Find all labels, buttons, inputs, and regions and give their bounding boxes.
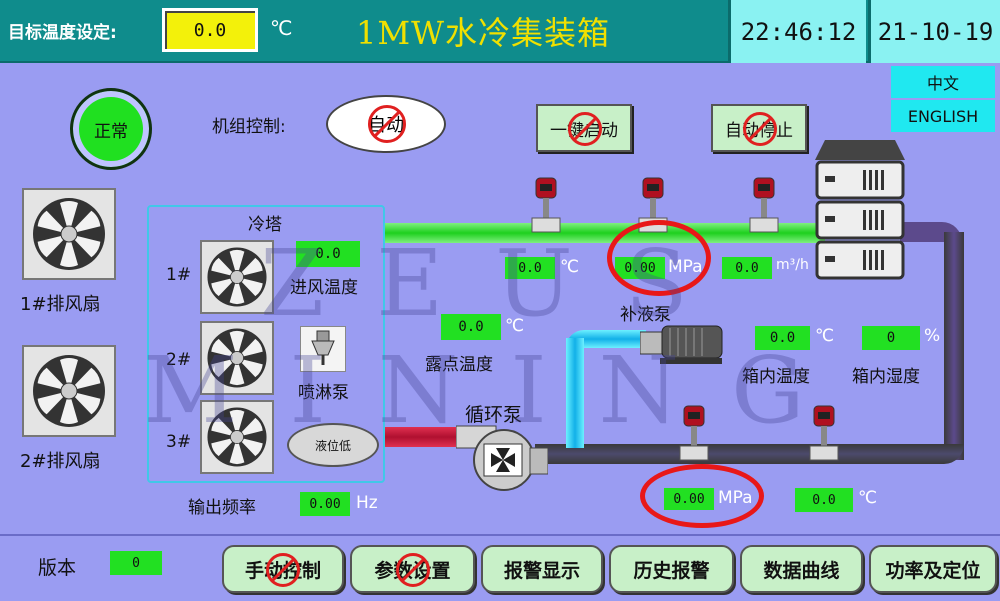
return-pipe-right	[944, 232, 964, 460]
sensor-icon	[531, 177, 561, 233]
fan-icon	[207, 328, 267, 388]
top-temp-unit: ℃	[560, 257, 580, 277]
tower-fan-1	[200, 240, 274, 314]
spray-pump[interactable]	[300, 326, 346, 372]
tower-fan-3-label: 3#	[166, 432, 192, 452]
bottom-nav	[0, 534, 1000, 601]
cabinet-temp-value: 0.0	[755, 326, 810, 350]
fan-icon	[33, 198, 105, 270]
server-icon	[815, 140, 905, 280]
inlet-temp-value: 0.0	[296, 241, 360, 267]
setpoint-unit: ℃	[270, 16, 293, 40]
nav-data-curves[interactable]: 数据曲线	[740, 545, 863, 593]
temp-sensor-bottom	[808, 404, 840, 466]
circulation-pump-label: 循环泵	[465, 404, 523, 426]
red-pipe	[385, 427, 475, 447]
dew-point-value: 0.0	[441, 314, 501, 340]
version-value: 0	[110, 551, 162, 575]
forbidden-icon	[568, 112, 602, 146]
bottom-pipe	[535, 444, 964, 464]
bottom-temp-unit: ℃	[858, 488, 878, 508]
page-title: 1MW水冷集装箱	[356, 14, 611, 52]
nav-alarm-history[interactable]: 历史报警	[609, 545, 734, 593]
sprinkler-icon	[311, 330, 335, 365]
top-flow-unit: m³/h	[776, 257, 809, 273]
spray-pump-label: 喷淋泵	[298, 383, 349, 403]
watermark: ZEUS MINING	[143, 230, 857, 444]
nav-alarm-display[interactable]: 报警显示	[481, 545, 603, 593]
cooling-tower-title: 冷塔	[248, 215, 282, 235]
nav-manual-control[interactable]: 手动控制	[222, 545, 344, 593]
highlight-ring-bottom	[640, 464, 764, 528]
cabinet-hum-label: 箱内湿度	[852, 367, 920, 387]
tower-fan-2	[200, 321, 274, 395]
exhaust-fan-1	[22, 188, 116, 280]
one-key-start-button[interactable]: 一键启动	[536, 104, 632, 152]
top-temp-value: 0.0	[505, 257, 555, 279]
sensor-icon	[749, 177, 779, 233]
auto-stop-button[interactable]: 自动停止	[711, 104, 807, 152]
sensor-icon	[809, 405, 839, 461]
pressure-sensor-bottom	[678, 404, 710, 466]
top-flow-value: 0.0	[722, 257, 772, 279]
server-rack	[815, 140, 905, 286]
forbidden-icon	[266, 553, 300, 587]
exhaust-fan-2-label: 2#排风扇	[20, 451, 101, 472]
pump-motor-icon	[639, 325, 723, 364]
output-freq-value: 0.00	[300, 492, 350, 516]
lang-chinese-button[interactable]: 中文	[891, 66, 995, 98]
lang-english-button[interactable]: ENGLISH	[891, 100, 995, 132]
forbidden-icon	[396, 553, 430, 587]
circulation-pump[interactable]	[455, 422, 549, 498]
makeup-pump-label: 补液泵	[620, 305, 671, 325]
dew-point-label: 露点温度	[425, 355, 493, 375]
tower-fan-3	[200, 400, 274, 474]
status-lamp: 正常	[70, 88, 152, 170]
dew-point-unit: ℃	[505, 316, 525, 336]
setpoint-input[interactable]: 0.0	[162, 8, 258, 52]
makeup-pipe-v	[566, 338, 584, 448]
sensor-icon	[679, 405, 709, 461]
cabinet-hum-unit: %	[924, 326, 941, 346]
forbidden-icon	[368, 105, 406, 143]
exhaust-fan-2	[22, 345, 116, 437]
fan-icon	[207, 407, 267, 467]
top-pipe	[385, 223, 825, 243]
clock-time: 22:46:12	[728, 0, 866, 63]
tower-fan-2-label: 2#	[166, 350, 192, 370]
bottom-temp-value: 0.0	[795, 488, 853, 512]
cabinet-temp-unit: ℃	[815, 326, 835, 346]
nav-parameter-settings[interactable]: 参数设置	[350, 545, 475, 593]
cabinet-temp-label: 箱内温度	[742, 367, 810, 387]
level-indicator: 液位低	[287, 423, 379, 467]
exhaust-fan-1-label: 1#排风扇	[20, 294, 101, 315]
setpoint-label: 目标温度设定:	[8, 23, 117, 43]
forbidden-icon	[743, 112, 777, 146]
clock-date: 21-10-19	[868, 0, 1000, 63]
nav-power-location[interactable]: 功率及定位	[869, 545, 997, 593]
cabinet-hum-value: 0	[862, 326, 920, 350]
makeup-pump[interactable]	[639, 322, 730, 370]
makeup-pipe-h	[566, 330, 646, 348]
unit-control-label: 机组控制:	[212, 117, 286, 137]
centrifugal-pump-icon	[455, 425, 549, 491]
temp-sensor-top	[530, 176, 562, 238]
flow-sensor-top	[748, 176, 780, 238]
output-freq-unit: Hz	[356, 493, 378, 513]
fan-icon	[33, 355, 105, 427]
output-freq-label: 输出频率	[188, 498, 256, 518]
cooling-tower-panel	[147, 205, 385, 483]
tower-fan-1-label: 1#	[166, 265, 192, 285]
version-label: 版本	[38, 557, 77, 579]
auto-mode-button[interactable]: 自动	[326, 95, 446, 153]
fan-icon	[207, 247, 267, 307]
highlight-ring-top	[607, 220, 711, 296]
inlet-temp-label: 进风温度	[290, 278, 358, 298]
